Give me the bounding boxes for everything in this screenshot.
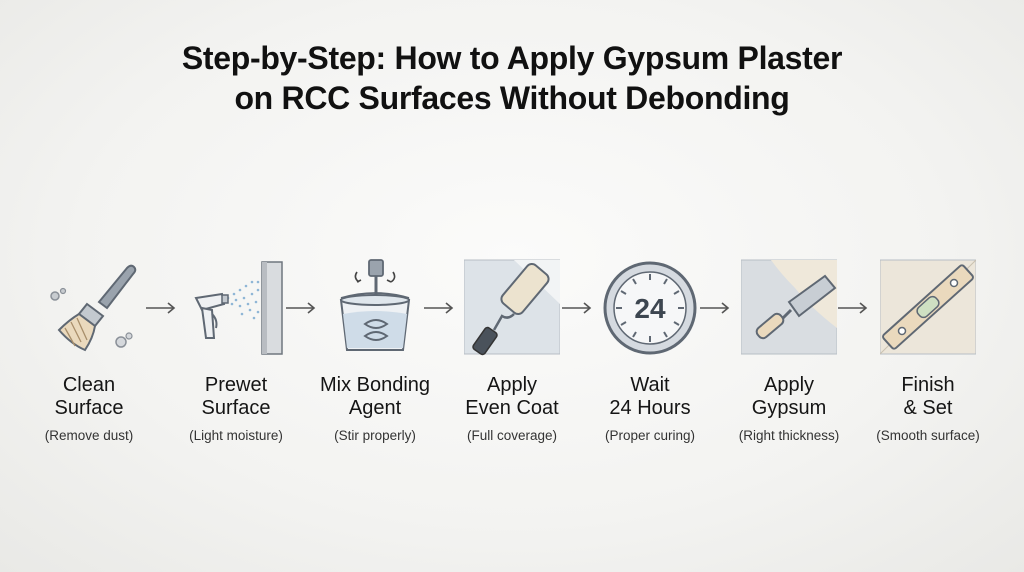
clock-icon: 24	[602, 258, 698, 358]
step-finish-and-set: Finish& Set (Smooth surface)	[858, 258, 998, 458]
step-note: (Proper curing)	[604, 428, 696, 443]
step-note: (Right thickness)	[738, 428, 840, 443]
arrow-right-icon	[560, 300, 594, 316]
paint-roller-icon	[464, 258, 560, 358]
arrow-right-icon	[836, 300, 870, 316]
clock-number: 24	[634, 293, 666, 324]
title-line-1: Step-by-Step: How to Apply Gypsum Plaste…	[181, 40, 843, 76]
step-note: (Remove dust)	[44, 428, 134, 443]
arrow-right-icon	[422, 300, 456, 316]
mixing-bucket-icon	[327, 258, 423, 358]
arrow-right-icon	[144, 300, 178, 316]
step-note: (Stir properly)	[334, 428, 416, 443]
arrow-right-icon	[698, 300, 732, 316]
arrow-right-icon	[284, 300, 318, 316]
step-note: (Smooth surface)	[876, 428, 980, 443]
trowel-icon	[741, 258, 837, 358]
step-note: (Light moisture)	[189, 428, 283, 443]
step-note: (Full coverage)	[466, 428, 558, 443]
title-line-2: on RCC Surfaces Without Debonding	[234, 80, 790, 116]
step-label: Finish& Set	[901, 374, 955, 419]
paintbrush-icon	[41, 258, 137, 358]
spray-gun-icon	[188, 258, 284, 358]
page-title: Step-by-Step: How to Apply Gypsum Plaste…	[0, 38, 1024, 118]
spirit-level-icon	[880, 258, 976, 358]
